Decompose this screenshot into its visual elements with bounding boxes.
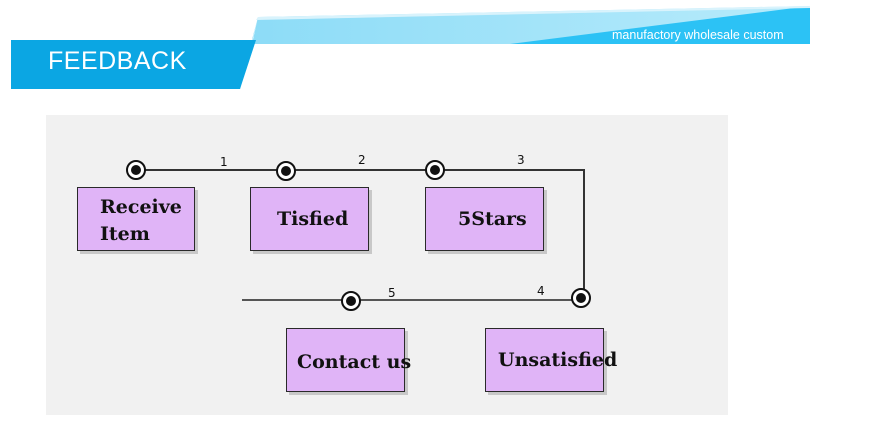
step-box-5stars: 5Stars	[425, 187, 544, 251]
banner-accent-stripe	[510, 6, 810, 44]
step-label-5stars: 5Stars	[458, 208, 527, 230]
banner-title-shade	[11, 40, 256, 89]
step-node-3	[425, 160, 445, 180]
banner-background	[11, 6, 810, 89]
banner-thin-line	[256, 6, 810, 20]
step-box-tisfied: Tisfied	[250, 187, 369, 251]
step-box-receive-item: Receive Item	[77, 187, 195, 251]
step-node-4	[571, 288, 591, 308]
step-number-1: 1	[220, 155, 228, 169]
step-label-contact-us: Contact us	[297, 351, 412, 373]
step-node-2	[276, 161, 296, 181]
step-number-2: 2	[358, 153, 366, 167]
banner-tagline: manufactory wholesale custom	[612, 28, 784, 42]
step-box-contact-us: Contact us	[286, 328, 411, 392]
step-number-3: 3	[517, 153, 525, 167]
feedback-flow-panel: 1 2 3 4 5 Receive Item Tisfied 5Stars Co…	[46, 115, 728, 415]
step-label-unsatisfied: Unsatisfied	[498, 349, 618, 371]
flow-connectors	[126, 160, 591, 311]
step-node-1	[126, 160, 146, 180]
step-node-5	[341, 291, 361, 311]
step-label-tisfied: Tisfied	[277, 208, 349, 230]
feedback-banner: FEEDBACK manufactory wholesale custom	[0, 0, 887, 95]
step-label-receive-item: Receive Item	[100, 196, 182, 245]
step-box-unsatisfied: Unsatisfied	[485, 328, 617, 392]
step-number-4: 4	[537, 284, 545, 298]
step-number-5: 5	[388, 286, 396, 300]
banner-title: FEEDBACK	[48, 47, 187, 75]
